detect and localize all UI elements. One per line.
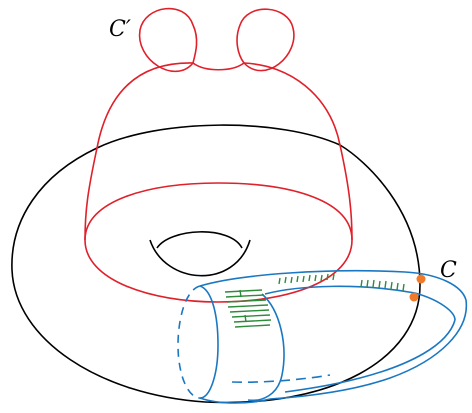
- c-prime-right-loop: [236, 8, 295, 72]
- c-prime-bridge: [192, 62, 245, 71]
- hatch-horizontal-strokes: [224, 289, 272, 328]
- curve-c: [177, 269, 468, 404]
- intersection-points: [409, 274, 426, 302]
- c-prime-left-leg: [84, 62, 194, 241]
- label-c-prime: C′: [109, 17, 131, 42]
- c-tube-back-dashed: [177, 285, 201, 399]
- hatching: [224, 273, 405, 328]
- c-lower-dashed: [231, 374, 331, 383]
- torus-outer-edge: [11, 144, 421, 404]
- c-tube-left-side: [199, 285, 219, 399]
- c-band-inner-edge: [264, 285, 456, 321]
- c-tube-right-side: [247, 293, 285, 402]
- c-prime-meridian: [84, 182, 353, 303]
- c-prime-right-leg: [243, 62, 353, 241]
- label-c: C: [440, 258, 457, 283]
- torus-hole-bottom: [149, 239, 251, 277]
- c-tube-bottom-link: [199, 397, 271, 404]
- c-prime-left-loop: [138, 7, 198, 73]
- hatch-vertical-ticks: [278, 273, 405, 292]
- torus: [11, 124, 421, 404]
- torus-outer-top-arc: [96, 124, 341, 149]
- point-c-upper: [416, 274, 426, 284]
- point-c-lower: [409, 292, 419, 302]
- c-band-top-edge: [199, 269, 467, 301]
- c-inner-arc: [284, 319, 456, 393]
- c-outer-arc: [269, 299, 468, 400]
- curve-c-prime: [84, 7, 353, 303]
- torus-hole-top: [156, 231, 243, 249]
